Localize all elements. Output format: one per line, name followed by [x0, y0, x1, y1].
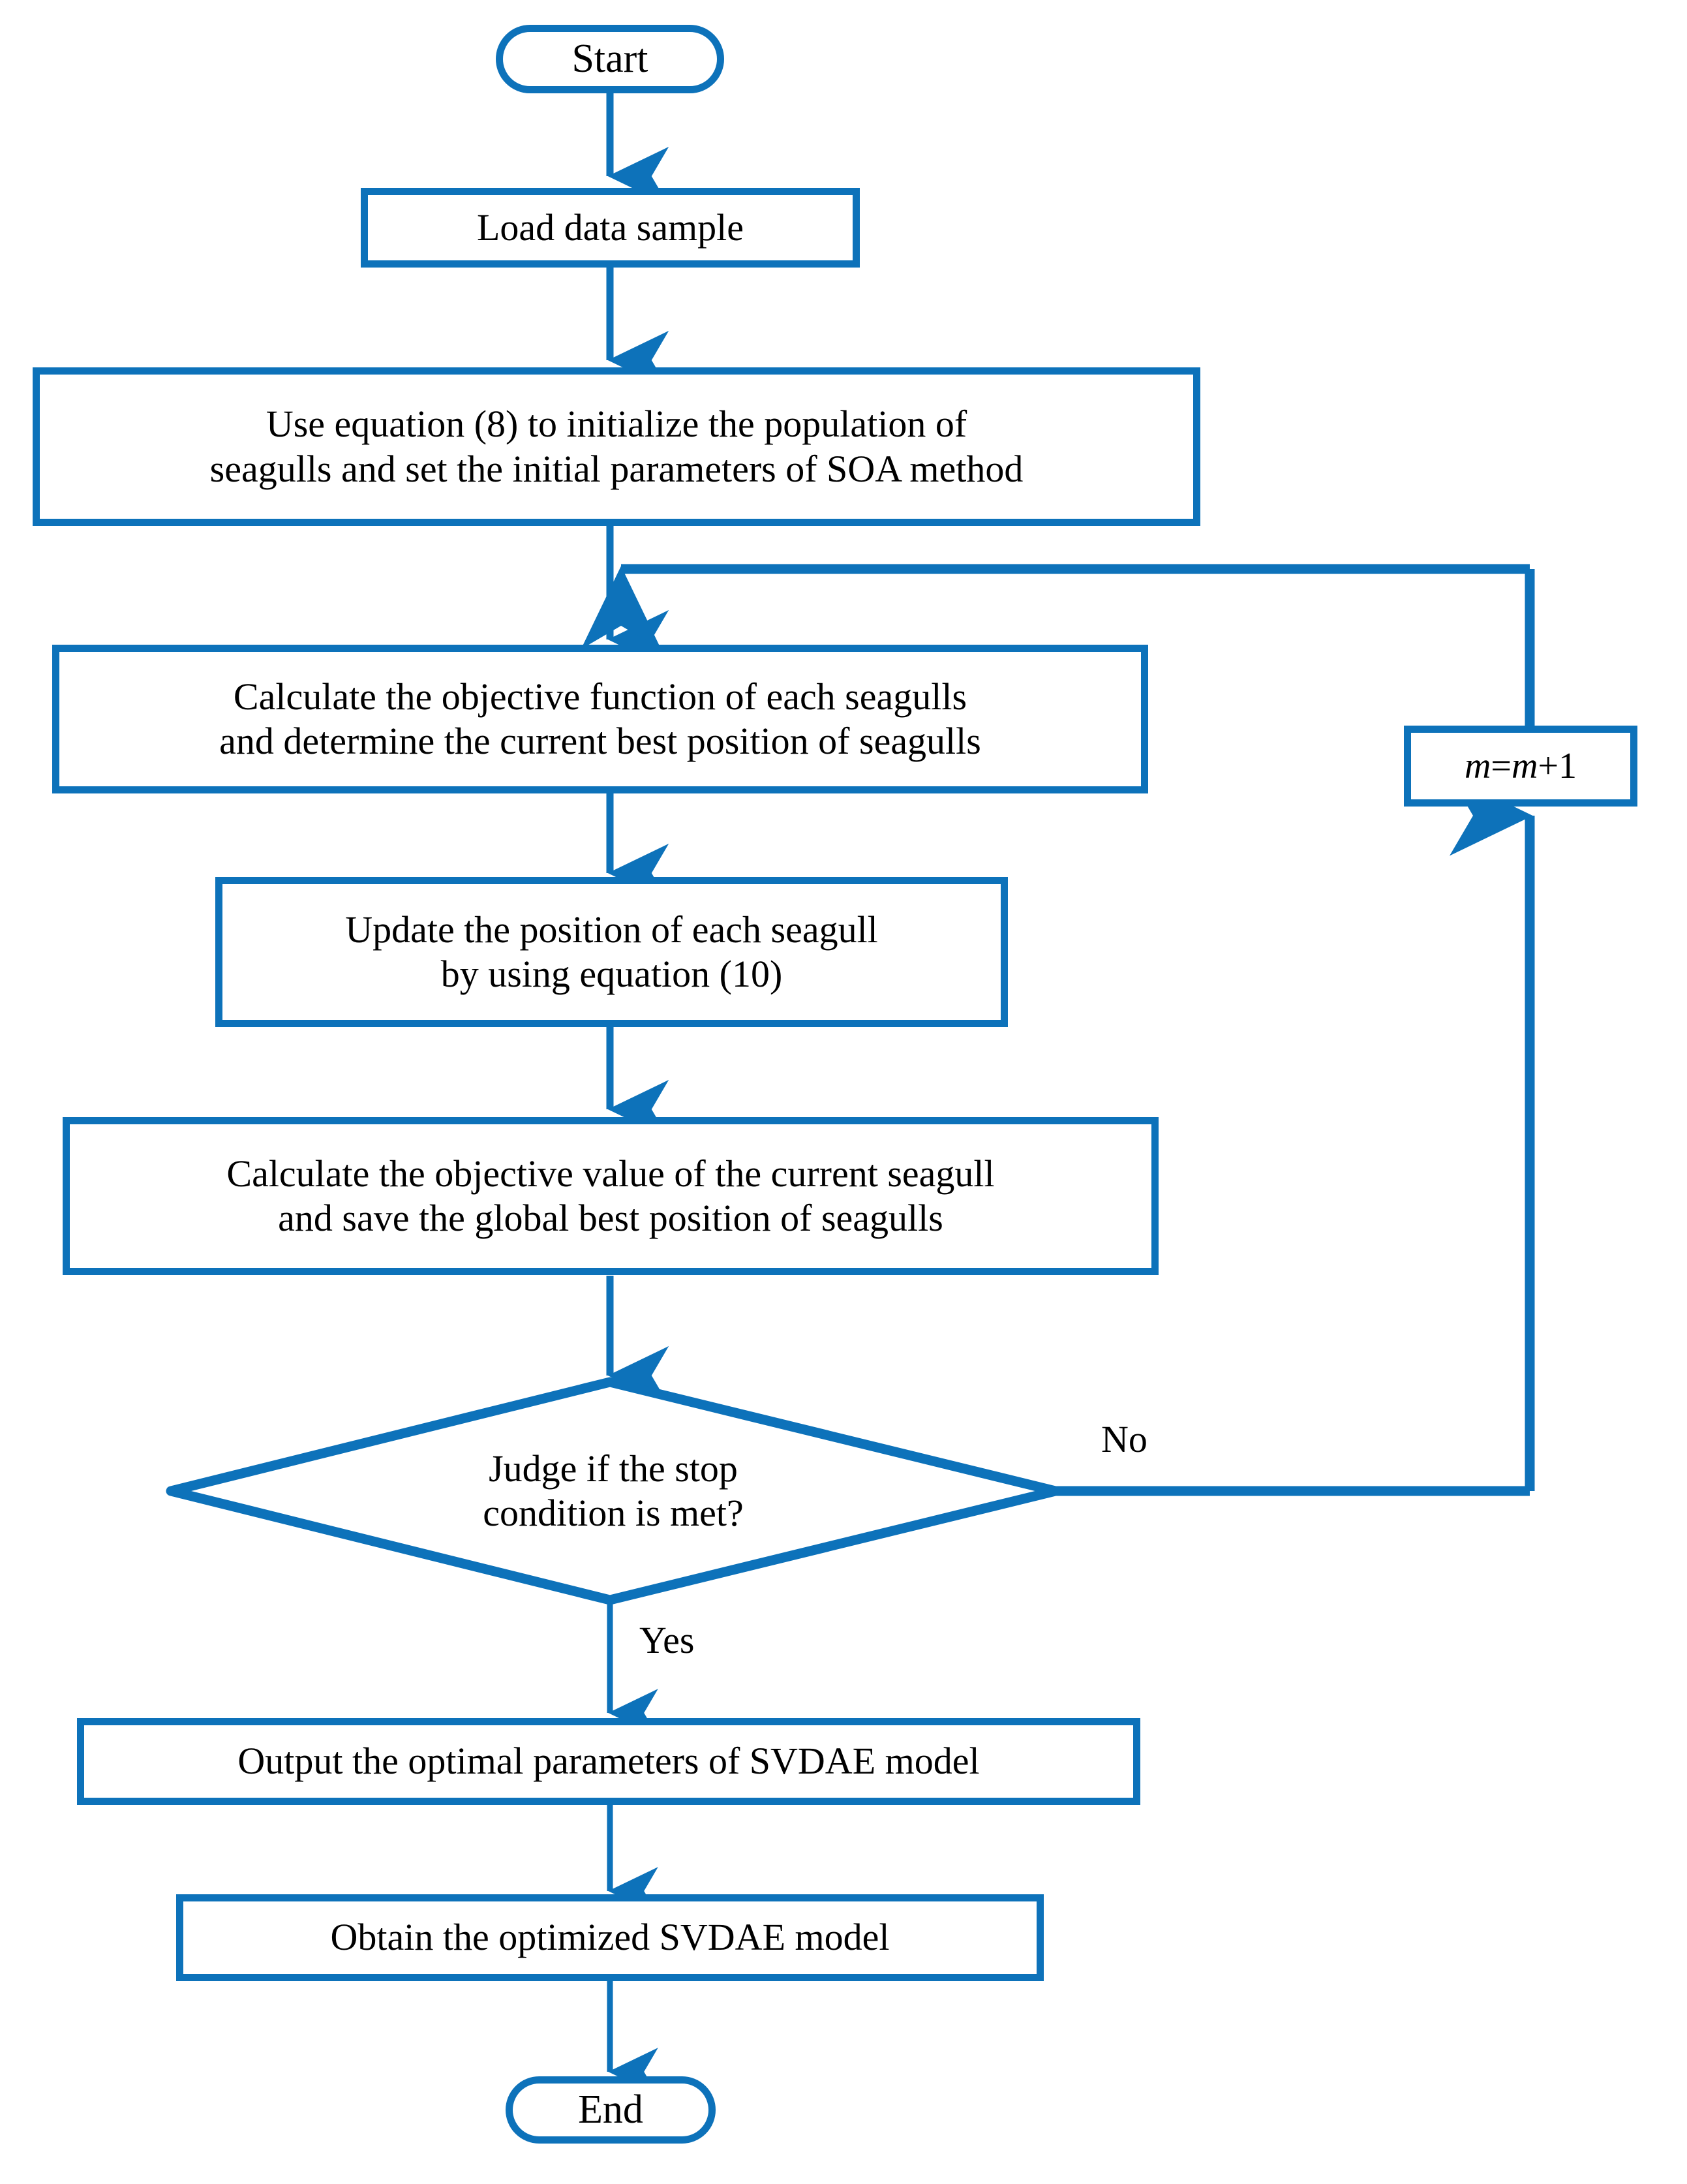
node-update-position[interactable]: Update the position of each seagull by u…: [215, 877, 1008, 1027]
node-calculate-objective-value[interactable]: Calculate the objective value of the cur…: [63, 1117, 1159, 1275]
node-start[interactable]: Start: [496, 25, 724, 93]
node-end[interactable]: End: [506, 2076, 716, 2144]
decision-diamond-shape[interactable]: [166, 1377, 1061, 1605]
increment-counter-label: m=m+1: [1464, 745, 1577, 786]
node-increment-counter[interactable]: m=m+1: [1404, 726, 1637, 807]
node-output-optimal-parameters[interactable]: Output the optimal parameters of SVDAE m…: [77, 1718, 1140, 1805]
edge-label-yes: Yes: [639, 1619, 695, 1661]
node-calculate-objective-function[interactable]: Calculate the objective function of each…: [52, 645, 1148, 793]
node-load-data-sample[interactable]: Load data sample: [361, 188, 860, 268]
node-initialize-population[interactable]: Use equation (8) to initialize the popul…: [33, 367, 1200, 526]
edge-label-no: No: [1101, 1418, 1147, 1460]
node-obtain-optimized-model[interactable]: Obtain the optimized SVDAE model: [176, 1894, 1044, 1981]
